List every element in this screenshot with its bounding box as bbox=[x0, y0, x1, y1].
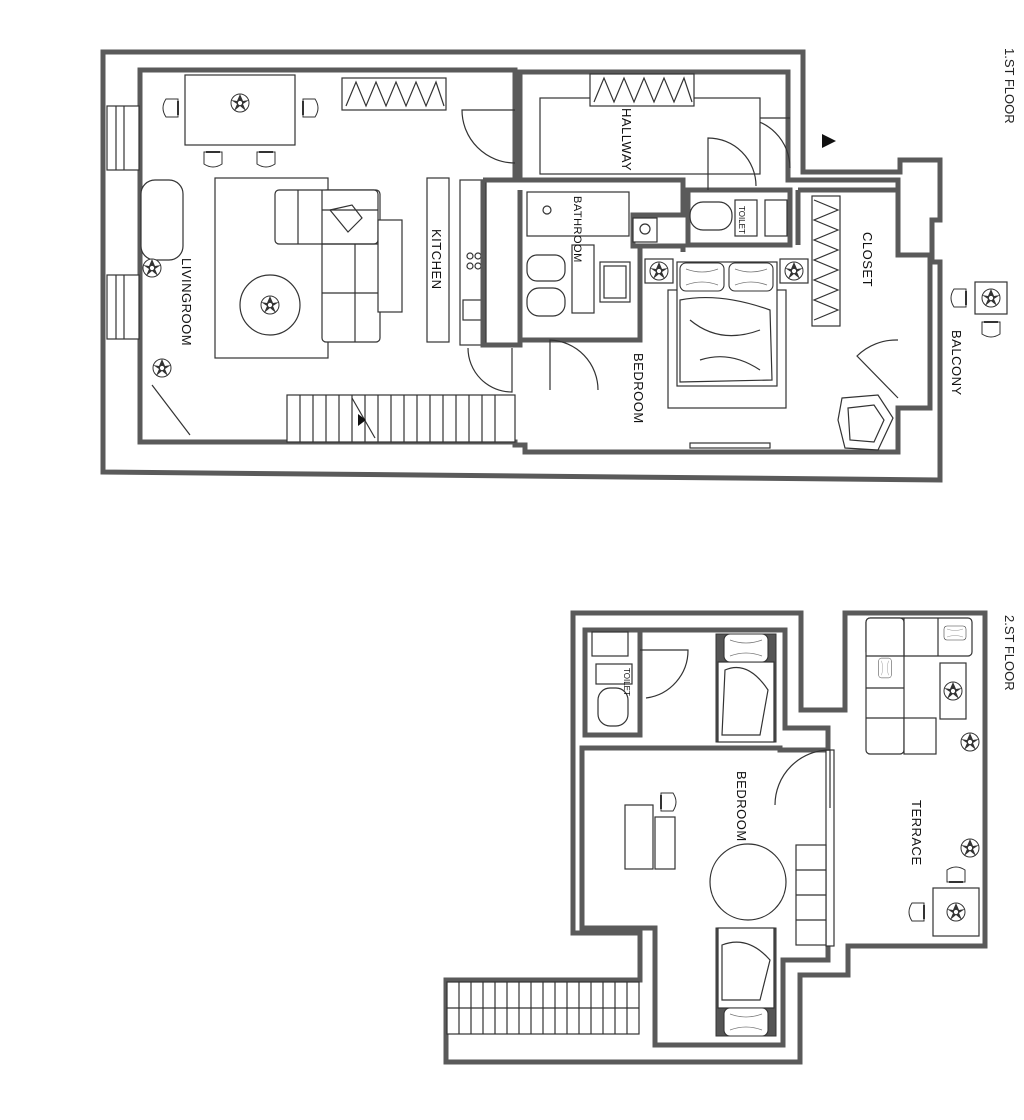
single-bed-top bbox=[715, 633, 777, 743]
bidet bbox=[526, 254, 566, 282]
toilet2-bowl bbox=[597, 687, 629, 727]
floor1-label: 1.ST FLOOR bbox=[1002, 48, 1017, 124]
side-board bbox=[377, 219, 403, 313]
dining-table bbox=[184, 74, 296, 146]
single-bed-bottom bbox=[715, 927, 777, 1037]
closet-wall bbox=[795, 187, 898, 245]
double-bed bbox=[676, 261, 778, 387]
label-closet: CLOSET bbox=[860, 232, 875, 287]
toilet2-tub bbox=[591, 631, 629, 657]
label-hallway: HALLWAY bbox=[619, 108, 634, 171]
desk bbox=[624, 804, 654, 870]
label-bedroom2: BEDROOM bbox=[734, 771, 749, 842]
toilet1-bowl bbox=[689, 201, 733, 231]
hallway-bench bbox=[539, 97, 761, 175]
toilet1-wall bbox=[685, 187, 793, 248]
floor1-outer-wall bbox=[100, 49, 943, 483]
toilet2-wall bbox=[582, 627, 643, 738]
window-left-1 bbox=[106, 105, 140, 171]
label-livingroom: LIVINGROOM bbox=[179, 258, 194, 346]
floor2-outer-wall bbox=[443, 610, 988, 1065]
bath-vanity bbox=[526, 191, 630, 237]
radiator-hallway bbox=[589, 73, 695, 107]
wall-shelf bbox=[689, 442, 771, 449]
floor2-label: 2.ST FLOOR bbox=[1002, 615, 1017, 691]
entrance-arrow-icon bbox=[822, 134, 836, 148]
label-balcony: BALCONY bbox=[949, 330, 964, 396]
label-kitchen: KITCHEN bbox=[429, 229, 444, 290]
label-bathroom: BATHROOM bbox=[571, 196, 583, 263]
second-floor: TOILET BEDROOM TERRACE 2.ST FLOOR bbox=[443, 610, 1017, 1065]
stairs-floor1 bbox=[286, 394, 516, 443]
window-left-2 bbox=[106, 274, 140, 340]
floor2-inner-wall bbox=[579, 627, 831, 1048]
window-seat bbox=[140, 179, 184, 261]
bedroom2-round-rug bbox=[709, 843, 787, 921]
bathroom-wall bbox=[480, 177, 686, 348]
armchair bbox=[837, 394, 894, 451]
label-toilet2: TOILET bbox=[622, 668, 631, 696]
label-terrace: TERRACE bbox=[909, 800, 924, 866]
terrace-sofa bbox=[865, 617, 973, 755]
side-cabinet bbox=[654, 816, 676, 870]
stairs-floor2 bbox=[446, 981, 640, 1035]
label-toilet1: TOILET bbox=[737, 206, 746, 234]
kitchen-island bbox=[426, 177, 450, 343]
bath-sink bbox=[571, 244, 595, 314]
first-floor: LIVINGROOM KITCHEN HALLWAY BATHROOM TOIL… bbox=[100, 48, 1017, 483]
sofa bbox=[274, 189, 381, 343]
radiator-living bbox=[341, 77, 447, 111]
label-bedroom1: BEDROOM bbox=[631, 353, 646, 424]
bath-toilet bbox=[526, 287, 566, 317]
